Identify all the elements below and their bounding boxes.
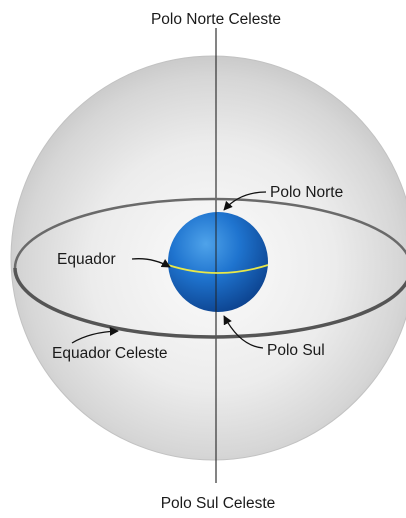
celestial-equator-label: Equador Celeste xyxy=(52,345,167,362)
celestial-equator-front xyxy=(13,267,406,339)
north-celestial-pole-label: Polo Norte Celeste xyxy=(151,11,281,28)
south-pole-arrow xyxy=(223,315,264,349)
earth-globe xyxy=(168,212,268,312)
north-pole-label: Polo Norte xyxy=(270,184,343,201)
celestial-equator-arrow xyxy=(71,326,119,344)
earth-equator xyxy=(167,264,269,274)
north-pole-arrow xyxy=(223,191,267,211)
celestial-equator-back xyxy=(13,197,406,269)
equator-arrow xyxy=(131,258,171,268)
south-pole-label: Polo Sul xyxy=(267,342,325,359)
equator-label: Equador xyxy=(57,251,116,268)
south-celestial-pole-label: Polo Sul Celeste xyxy=(161,495,276,512)
